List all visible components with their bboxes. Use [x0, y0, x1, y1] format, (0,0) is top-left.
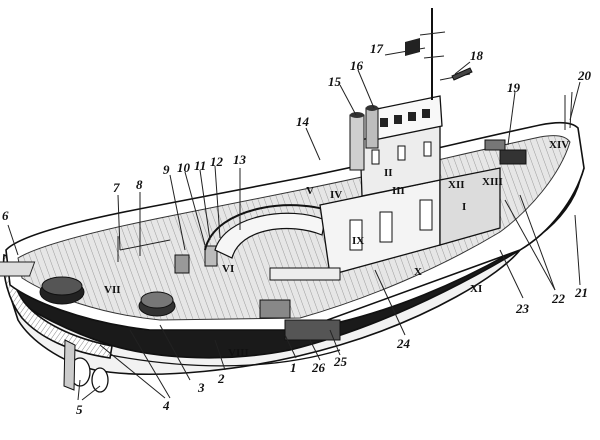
arabic-callouts: 1 2 3 4 5 6 7 8 9 10 11 12 13 14 15 16 1…	[2, 41, 592, 417]
house-window-3	[423, 141, 432, 157]
rudder	[63, 339, 76, 391]
leader-lines	[7, 47, 581, 401]
propeller-2	[91, 367, 109, 393]
bridge-window-3	[408, 112, 416, 121]
roman-VIII: VIII	[228, 347, 249, 359]
callout-18: 18	[470, 48, 484, 63]
deck-hatch	[0, 261, 36, 277]
callout-21: 21	[574, 285, 588, 300]
roman-XI: XI	[470, 283, 482, 295]
callout-17: 17	[370, 41, 384, 56]
side-compartment	[269, 267, 341, 281]
skeg	[109, 349, 341, 367]
callout-19: 19	[507, 80, 521, 95]
funnel-2	[365, 107, 379, 149]
bridge-window-1	[380, 118, 388, 127]
mast-flag	[405, 38, 420, 56]
roman-IV: IV	[330, 189, 342, 201]
capstan-top	[140, 291, 174, 309]
callout-16: 16	[350, 58, 364, 73]
roman-I: I	[462, 201, 466, 213]
towing-bitt-2	[204, 245, 218, 267]
callout-6: 6	[2, 208, 9, 223]
engine-block	[284, 319, 341, 341]
foredeck-gear	[484, 139, 506, 151]
callout-9: 9	[163, 162, 170, 177]
roman-XIII: XIII	[482, 176, 503, 188]
callout-10: 10	[177, 160, 191, 175]
callout-22: 22	[551, 291, 566, 306]
funnel-2-top	[366, 105, 378, 111]
callout-2: 2	[217, 371, 225, 386]
roman-XIV: XIV	[549, 139, 569, 151]
callout-20: 20	[577, 68, 592, 83]
roman-VII: VII	[104, 284, 121, 296]
bridge-window-2	[394, 115, 402, 124]
roman-IX: IX	[352, 235, 364, 247]
funnel-1	[349, 114, 365, 171]
roman-VI: VI	[222, 263, 234, 275]
callout-5: 5	[76, 402, 83, 417]
callout-24: 24	[396, 336, 411, 351]
callout-23: 23	[515, 301, 530, 316]
roman-V: V	[306, 185, 314, 197]
door-lower-1	[349, 219, 363, 251]
callout-25: 25	[333, 354, 348, 369]
house-window-2	[397, 145, 406, 161]
windlass	[499, 149, 527, 165]
superstructure-side	[439, 167, 501, 246]
door-lower-3	[419, 199, 433, 231]
callout-3: 3	[197, 380, 205, 395]
radar-antenna	[451, 67, 473, 81]
funnel-1-top	[350, 112, 364, 118]
bridge-window-4	[422, 109, 430, 118]
roman-XII: XII	[448, 179, 465, 191]
callout-15: 15	[328, 74, 342, 89]
callout-14: 14	[296, 114, 310, 129]
callout-8: 8	[136, 177, 143, 192]
roman-labels: I II III IV V VI VII VIII IX X XI XII XI…	[104, 139, 569, 359]
engine-block-2	[259, 299, 291, 319]
callout-12: 12	[210, 154, 224, 169]
callout-7: 7	[113, 180, 120, 195]
callout-26: 26	[311, 360, 326, 375]
house-window-1	[371, 149, 380, 165]
callout-13: 13	[233, 152, 247, 167]
callout-1: 1	[290, 360, 297, 375]
stern-winch-drum-top	[41, 276, 83, 296]
stern-fender	[2, 253, 113, 359]
callout-11: 11	[194, 158, 206, 173]
roman-II: II	[384, 167, 393, 179]
callout-4: 4	[162, 398, 170, 413]
roman-X: X	[414, 266, 422, 278]
roman-III: III	[392, 185, 405, 197]
door-lower-2	[379, 211, 393, 243]
towing-bitt	[174, 254, 190, 274]
